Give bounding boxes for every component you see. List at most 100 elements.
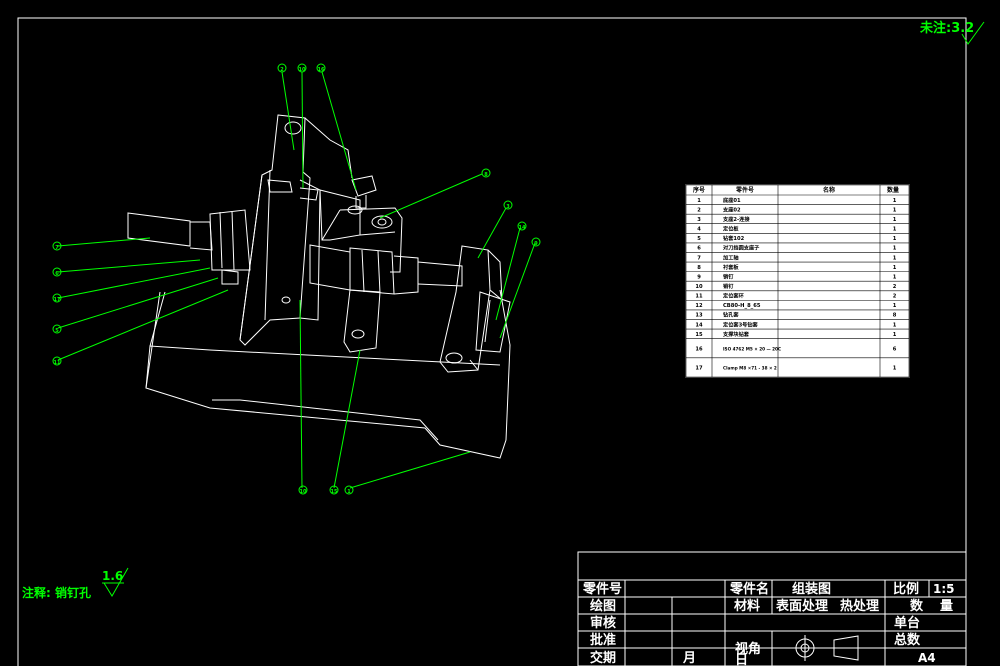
main-support-face <box>239 117 353 341</box>
right-bracket <box>475 291 511 353</box>
svg-text:16: 16 <box>318 67 325 73</box>
total-label: 总数 <box>894 632 921 648</box>
support-hole <box>281 296 291 304</box>
clamp-hole <box>371 215 393 229</box>
month-label: 月 <box>682 651 696 666</box>
bom-cell: 钻套102 <box>723 234 745 242</box>
scale-value: 1:5 <box>933 582 955 596</box>
clamp-block <box>319 189 361 241</box>
svg-text:10: 10 <box>300 489 307 495</box>
bom-cell: Clamp M8 ×71 - 38 × 2 <box>723 365 777 370</box>
bom-cell: 15 <box>695 332 703 338</box>
bom-cell: 12 <box>695 303 703 309</box>
balloon: 10 <box>298 485 308 495</box>
bom-cell: 定位套环 <box>722 292 745 300</box>
bom-cell: 5 <box>697 236 701 242</box>
projection-symbol-icon <box>792 635 859 661</box>
balloon: 14 <box>517 221 527 231</box>
right-support <box>439 245 491 373</box>
pin-hole-roughness-value: 1.6 <box>102 569 123 583</box>
balloon: 2 <box>277 63 287 73</box>
bom-cell: 1 <box>893 198 897 204</box>
right-support-face <box>469 249 503 371</box>
balloons: 2 10 16 8 3 14 9 7 6 17 5 11 10 15 1 <box>52 63 541 495</box>
roughness-symbol-icon <box>102 567 129 597</box>
date-label: 交期 <box>590 650 616 666</box>
base-plate-edge <box>145 291 501 389</box>
qty-label-2: 量 <box>940 599 953 614</box>
bom-cell: 衬套板 <box>723 263 739 271</box>
bom-cell: 1 <box>893 236 897 242</box>
bom-cell: 8 <box>893 313 897 319</box>
bom-cell: 6 <box>893 346 897 352</box>
bom-cell: 1 <box>893 246 897 252</box>
bom-cell: ISO 4762 M5 × 20 — 20C <box>723 346 781 351</box>
pin-hole-note: 注释: 销钉孔 <box>22 585 91 600</box>
review-label: 审核 <box>590 615 616 631</box>
surface-label: 表面处理 <box>775 598 828 614</box>
general-roughness-note: 未注:3.2 <box>919 20 974 36</box>
bom-header: 数量 <box>887 186 899 194</box>
unit-label: 单台 <box>894 615 920 631</box>
bom-cell: 钻孔套 <box>723 311 739 319</box>
base-plate <box>145 289 511 459</box>
bom-cell: 1 <box>893 265 897 271</box>
balloon: 5 <box>52 324 62 334</box>
roughness-symbol-icon <box>961 21 985 45</box>
bom-cell: 支座2-连接 <box>722 215 750 223</box>
sheet-size: A4 <box>918 651 936 665</box>
part-name: 组装图 <box>792 581 831 597</box>
balloon: 3 <box>503 200 513 210</box>
bom-cell: 6 <box>697 246 701 252</box>
bom-cell: 16 <box>695 346 703 352</box>
bom-cell: 支座02 <box>722 205 741 213</box>
lower-support <box>343 289 381 353</box>
left-shaft <box>127 212 191 247</box>
bom-cell: 11 <box>695 294 703 300</box>
assembly-view <box>127 114 511 459</box>
bom-cell: 1 <box>893 332 897 338</box>
bom-header: 零件号 <box>735 186 754 194</box>
scale-label: 比例 <box>893 581 919 597</box>
bom-cell: 1 <box>893 217 897 223</box>
left-sleeve <box>209 209 251 271</box>
main-support <box>239 114 311 346</box>
drawn-label: 绘图 <box>590 598 616 614</box>
bom-cell: 8 <box>697 265 701 271</box>
knob-post <box>347 205 363 215</box>
balloon: 1 <box>344 485 354 495</box>
bom-cell: 销钉 <box>723 282 734 290</box>
bom-header: 序号 <box>692 186 705 194</box>
bom-cell: 定位套3号钻套 <box>722 320 759 328</box>
bom-cell: 14 <box>695 322 703 328</box>
approve-label: 批准 <box>590 632 616 648</box>
sleeve-lock <box>221 269 239 285</box>
bom-cell: 2 <box>893 294 897 300</box>
bom-cell: 17 <box>695 365 703 371</box>
svg-text:5: 5 <box>55 328 59 334</box>
svg-text:3: 3 <box>506 204 510 210</box>
base-plate-edge <box>212 399 439 441</box>
svg-text:11: 11 <box>54 360 61 366</box>
center-collar <box>393 255 419 295</box>
left-shaft <box>189 221 213 251</box>
bom-cell: 支撑块钻套 <box>722 330 750 338</box>
svg-text:1: 1 <box>347 489 351 495</box>
part-name-label: 零件名 <box>729 581 769 597</box>
bom-cell: 1 <box>893 322 897 328</box>
balloon: 8 <box>481 168 491 178</box>
svg-text:14: 14 <box>519 225 526 231</box>
bom-cell: 1 <box>893 255 897 261</box>
view-label: 视角 <box>735 641 761 657</box>
bom-cell: 销钉 <box>723 272 734 280</box>
bom-cell: 7 <box>697 255 701 261</box>
knob <box>351 175 377 209</box>
bom-cell: 加工轴 <box>722 253 739 261</box>
bom-cell: CB80-H_8_65 <box>723 303 761 309</box>
balloon: 6 <box>52 267 62 277</box>
balloon: 7 <box>52 241 62 251</box>
right-support-hole <box>445 352 463 364</box>
